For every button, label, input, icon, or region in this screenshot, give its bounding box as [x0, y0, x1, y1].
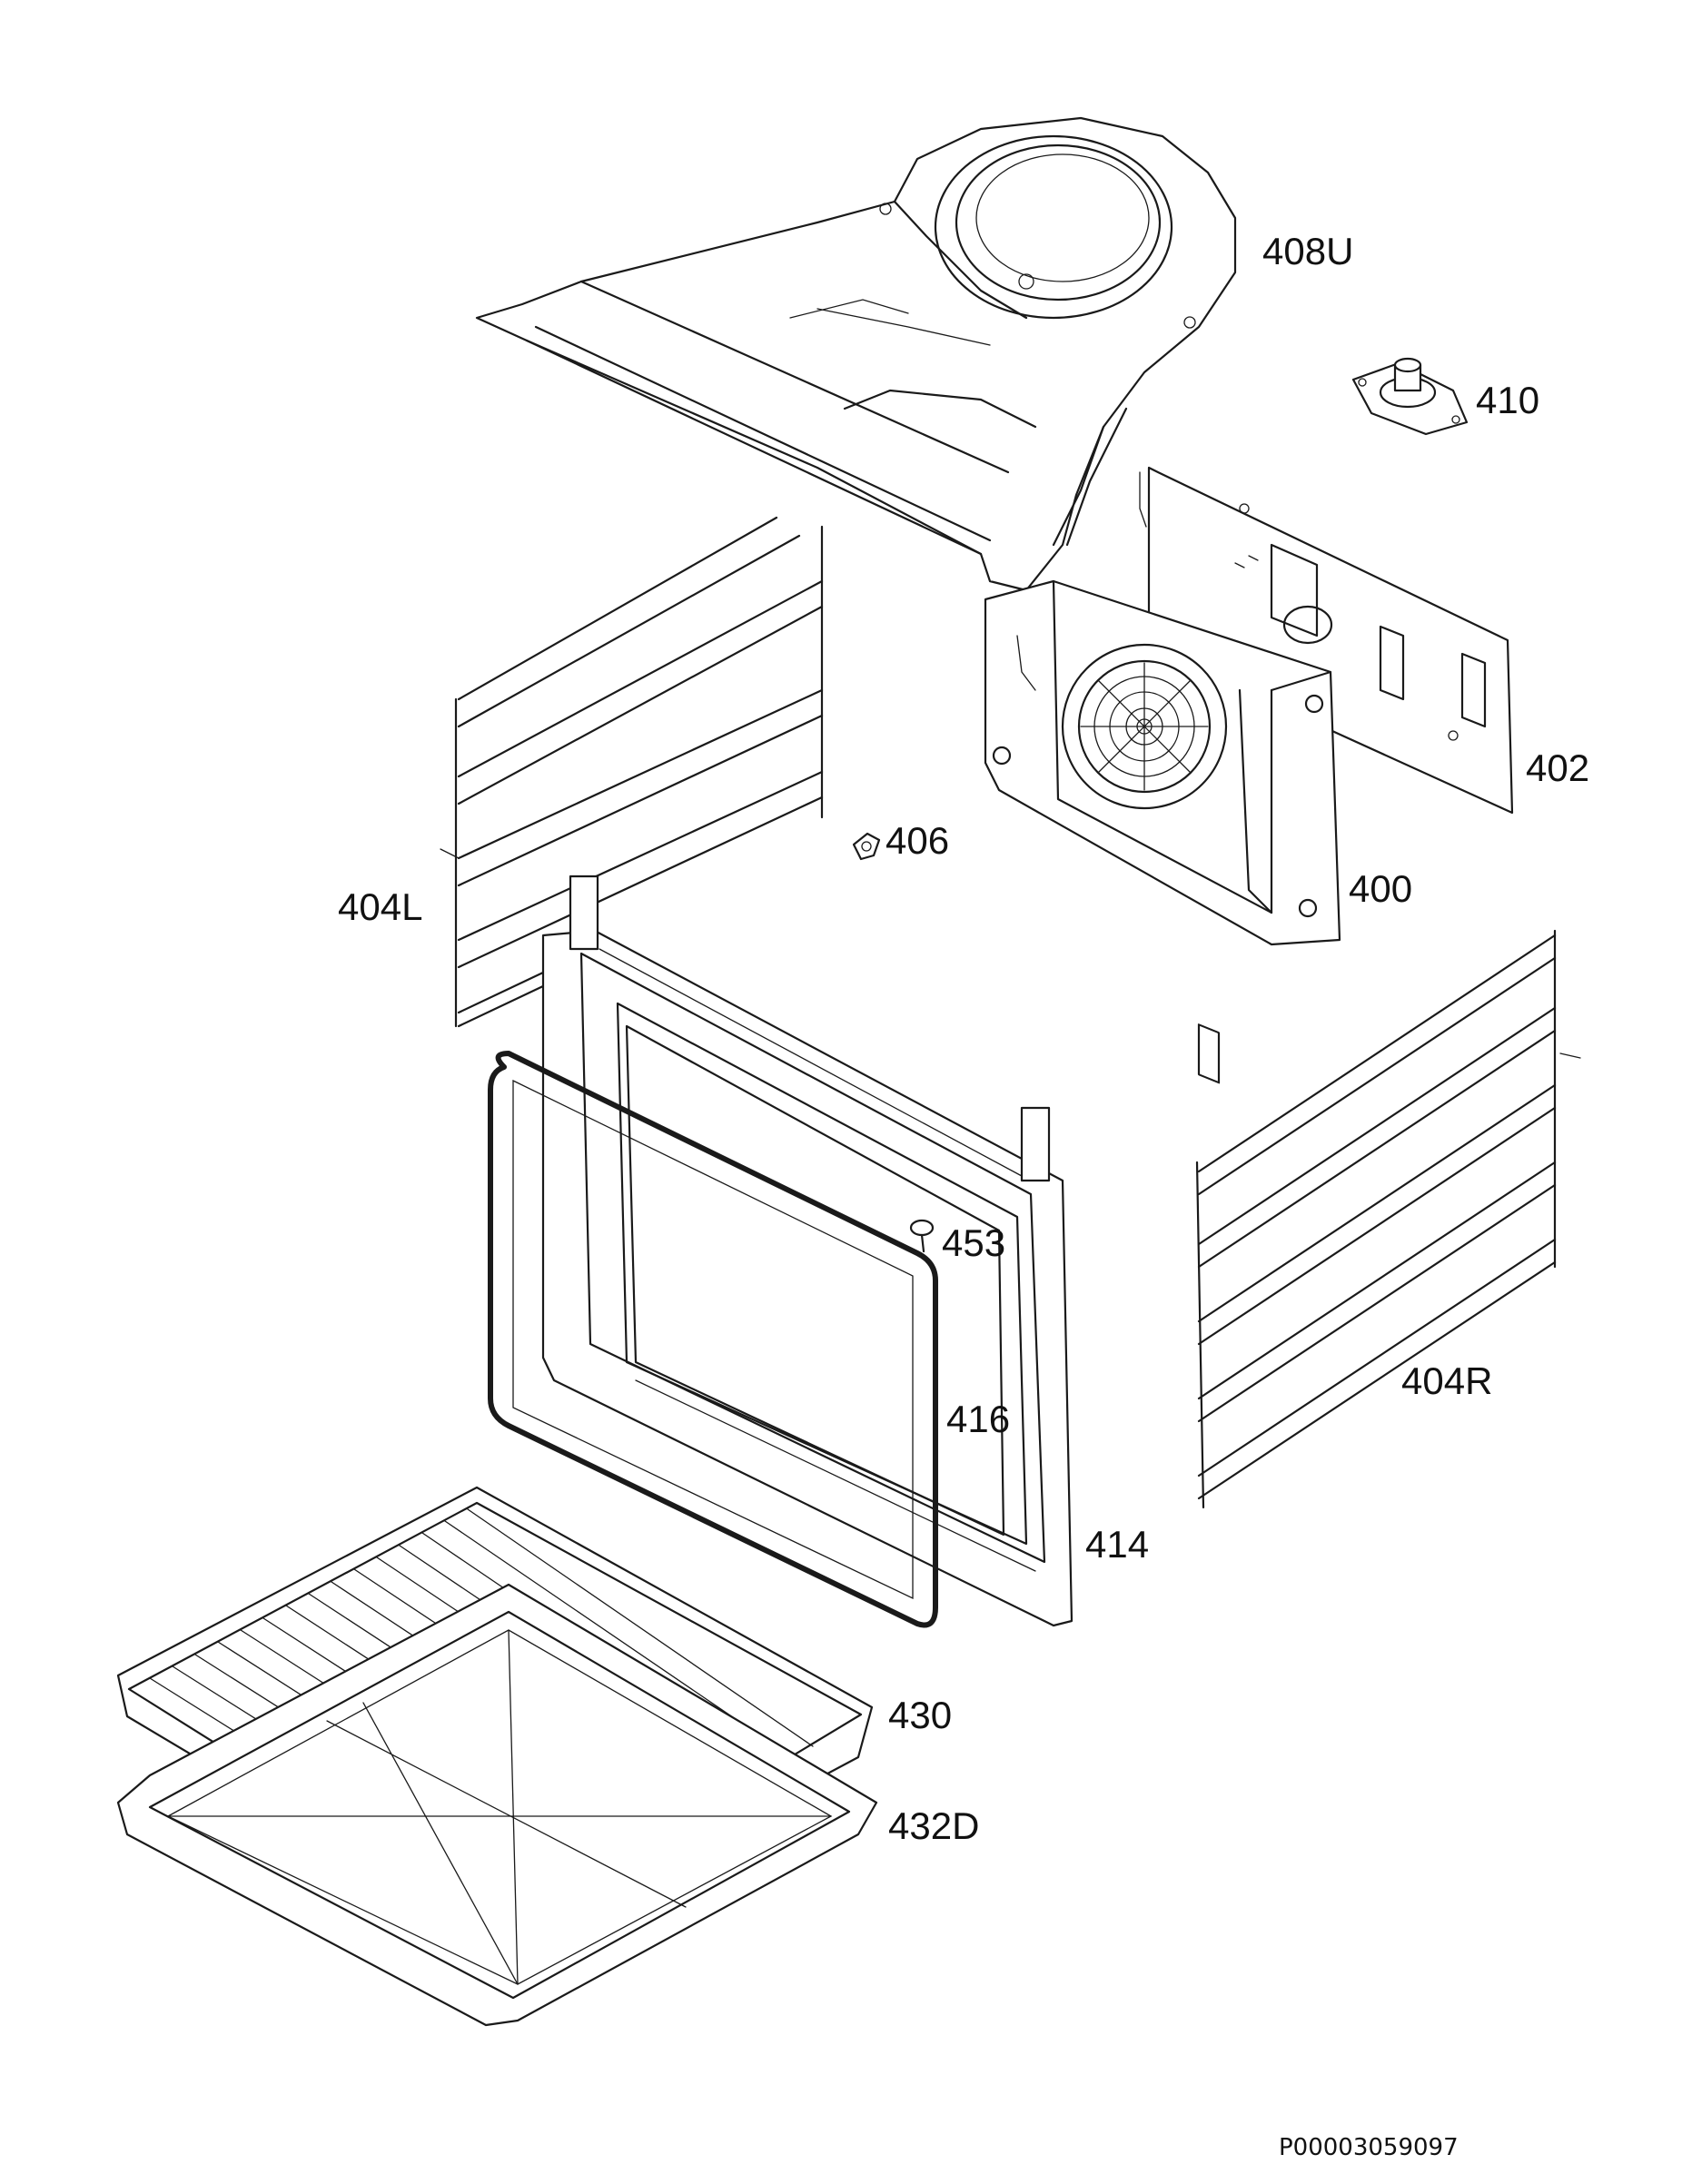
- label-408U: 408U: [1262, 230, 1354, 272]
- label-410: 410: [1476, 379, 1540, 421]
- label-404R: 404R: [1401, 1359, 1493, 1402]
- label-414: 414: [1085, 1523, 1150, 1566]
- part-406-clip: [852, 832, 881, 861]
- part-408U-duct-cover: [475, 116, 1237, 592]
- part-402-rear-panel: [1139, 466, 1514, 1084]
- part-432D-baking-tray: [116, 1583, 878, 2027]
- label-404L: 404L: [338, 885, 423, 928]
- part-404L-left-runner: [440, 516, 824, 1028]
- document-id: P00003059097: [1279, 2134, 1459, 2161]
- part-410-fan-motor: [1351, 357, 1469, 436]
- part-453-screw: [909, 1219, 935, 1253]
- part-414-door-frame: [541, 875, 1074, 1627]
- label-453: 453: [942, 1221, 1006, 1264]
- label-430: 430: [888, 1694, 953, 1736]
- label-416: 416: [946, 1398, 1011, 1440]
- label-400: 400: [1349, 867, 1413, 910]
- label-406: 406: [886, 819, 950, 862]
- part-416-door-seal: [488, 1051, 938, 1628]
- label-402: 402: [1526, 746, 1590, 789]
- part-404R-right-runner: [1195, 929, 1581, 1509]
- label-432D: 432D: [888, 1804, 980, 1847]
- part-400-fan-housing: [984, 579, 1341, 946]
